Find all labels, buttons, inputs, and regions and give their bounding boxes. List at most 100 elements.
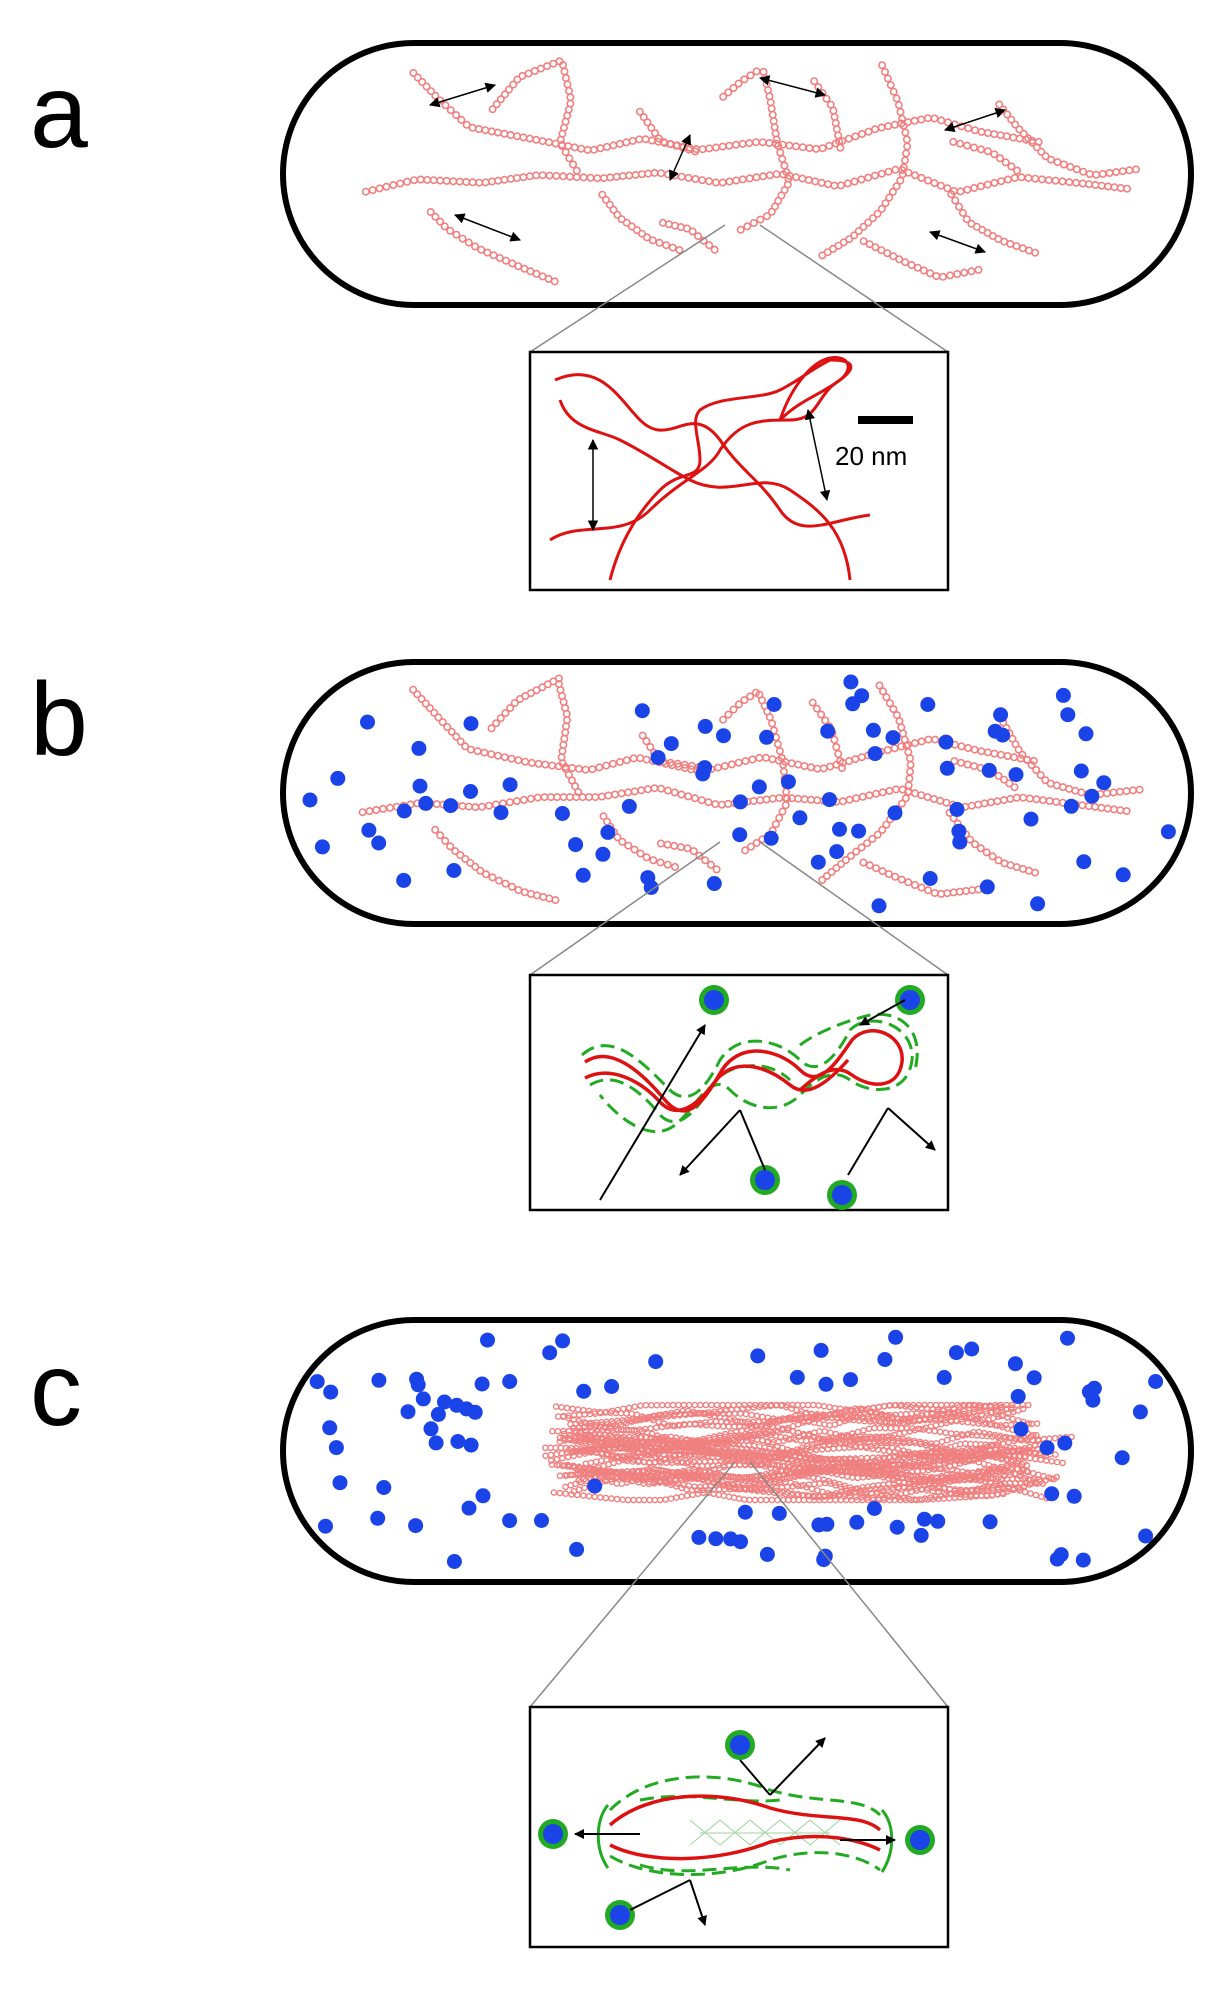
protein-dot bbox=[1078, 726, 1094, 742]
dna-bead-chain bbox=[431, 825, 560, 905]
protein-dot bbox=[936, 1370, 952, 1385]
protein-dot bbox=[887, 805, 903, 821]
fluctuation-arrow bbox=[758, 75, 827, 98]
protein-dot bbox=[755, 1170, 775, 1190]
protein-dot bbox=[849, 1514, 865, 1530]
protein-dot bbox=[575, 867, 591, 883]
protein-dot bbox=[428, 1435, 444, 1451]
protein-dot bbox=[459, 1401, 474, 1417]
protein-dot bbox=[982, 1514, 998, 1530]
protein-dot bbox=[309, 1374, 325, 1390]
protein-dot bbox=[480, 1332, 495, 1348]
protein-dot bbox=[502, 777, 518, 793]
protein-dot bbox=[810, 854, 826, 870]
inset-dna-strands-a bbox=[549, 356, 871, 581]
protein-dot bbox=[314, 839, 330, 855]
protein-dot bbox=[640, 870, 656, 886]
fluctuation-arrow bbox=[428, 82, 497, 108]
scale-bar-label: 20 nm bbox=[835, 441, 907, 471]
inset-arrows-a bbox=[587, 408, 831, 532]
dna-bead-chain bbox=[426, 208, 559, 286]
protein-dot bbox=[763, 830, 779, 846]
protein-dot bbox=[542, 1345, 558, 1361]
fluctuation-arrows-a bbox=[428, 75, 1006, 254]
protein-dot bbox=[412, 778, 428, 794]
protein-dot bbox=[920, 697, 936, 712]
protein-dot bbox=[568, 837, 584, 853]
protein-dot bbox=[704, 990, 724, 1010]
protein-dot bbox=[843, 1372, 858, 1388]
dna-bead-chain bbox=[570, 1437, 1031, 1482]
fluctuation-arrow bbox=[929, 230, 986, 254]
protein-dot bbox=[332, 1475, 348, 1491]
compacted-nucleoid-c bbox=[542, 1401, 1075, 1504]
protein-dot bbox=[322, 1420, 338, 1436]
protein-dot bbox=[1148, 1374, 1164, 1389]
protein-dot bbox=[600, 824, 616, 840]
protein-dot bbox=[1084, 788, 1100, 804]
protein-dot bbox=[502, 1513, 518, 1529]
protein-dot bbox=[610, 1905, 630, 1925]
dna-bead-chain bbox=[554, 1401, 1015, 1420]
protein-dot bbox=[732, 827, 748, 843]
dna-bead-chain bbox=[487, 674, 563, 733]
protein-dot bbox=[376, 1480, 392, 1495]
protein-dot bbox=[771, 1505, 787, 1521]
cell-outline-b bbox=[280, 659, 1194, 927]
protein-dot bbox=[866, 1501, 882, 1516]
protein-dot bbox=[995, 727, 1011, 743]
protein-dot bbox=[554, 806, 570, 821]
protein-dot bbox=[1055, 687, 1071, 703]
protein-dot bbox=[964, 1341, 980, 1357]
protein-dot bbox=[423, 1421, 439, 1437]
inset-b-arrows bbox=[599, 999, 936, 1201]
zoom-line-left-b bbox=[529, 841, 721, 976]
panel-a: 20 nm bbox=[280, 40, 1194, 592]
protein-dot bbox=[450, 1434, 466, 1449]
protein-dot bbox=[621, 798, 637, 814]
dna-bead-chain bbox=[719, 67, 761, 101]
inset-b-proteins bbox=[699, 985, 925, 1210]
protein-dot bbox=[648, 1354, 664, 1370]
protein-dot bbox=[1081, 1384, 1097, 1400]
protein-dot bbox=[1076, 854, 1092, 870]
panel-label-a: a bbox=[30, 54, 88, 170]
protein-dot bbox=[396, 872, 412, 888]
panel-c bbox=[280, 1317, 1194, 1949]
protein-dot bbox=[877, 1352, 893, 1367]
dna-bead-chain bbox=[563, 1467, 1060, 1502]
protein-dot bbox=[461, 1500, 477, 1516]
fluctuation-arrow bbox=[454, 213, 521, 242]
zoom-line-right-b bbox=[759, 841, 949, 976]
protein-dot bbox=[463, 784, 478, 799]
protein-dot bbox=[409, 1371, 425, 1387]
protein-dot bbox=[576, 1383, 592, 1399]
protein-dot bbox=[697, 718, 713, 734]
dna-bead-chain bbox=[859, 237, 983, 281]
protein-dot bbox=[1044, 1486, 1060, 1502]
dna-bead-chain bbox=[719, 688, 760, 724]
dna-bead-chain bbox=[947, 190, 1040, 257]
protein-dot bbox=[938, 734, 954, 750]
protein-dot bbox=[396, 803, 412, 819]
protein-dot bbox=[865, 722, 881, 738]
protein-dot bbox=[706, 876, 722, 891]
protein-dot bbox=[1030, 896, 1046, 912]
protein-dot bbox=[939, 760, 955, 776]
protein-dot bbox=[1007, 1356, 1023, 1372]
protein-dot bbox=[502, 1374, 518, 1389]
protein-dot bbox=[716, 728, 731, 744]
inset-b-dna bbox=[584, 1029, 904, 1113]
protein-dot bbox=[328, 1440, 344, 1456]
protein-dot bbox=[730, 1735, 750, 1755]
protein-dot bbox=[818, 1376, 834, 1392]
protein-dot bbox=[1060, 1330, 1075, 1346]
protein-dots-c bbox=[309, 1329, 1164, 1569]
zoom-line-left-c bbox=[529, 1461, 736, 1708]
dna-network-b bbox=[358, 674, 1144, 905]
dna-bead-chain bbox=[999, 718, 1144, 799]
protein-dot bbox=[813, 1342, 829, 1358]
inset-c-arrows bbox=[574, 1737, 896, 1926]
protein-dot bbox=[663, 736, 679, 752]
protein-dot bbox=[751, 779, 767, 795]
